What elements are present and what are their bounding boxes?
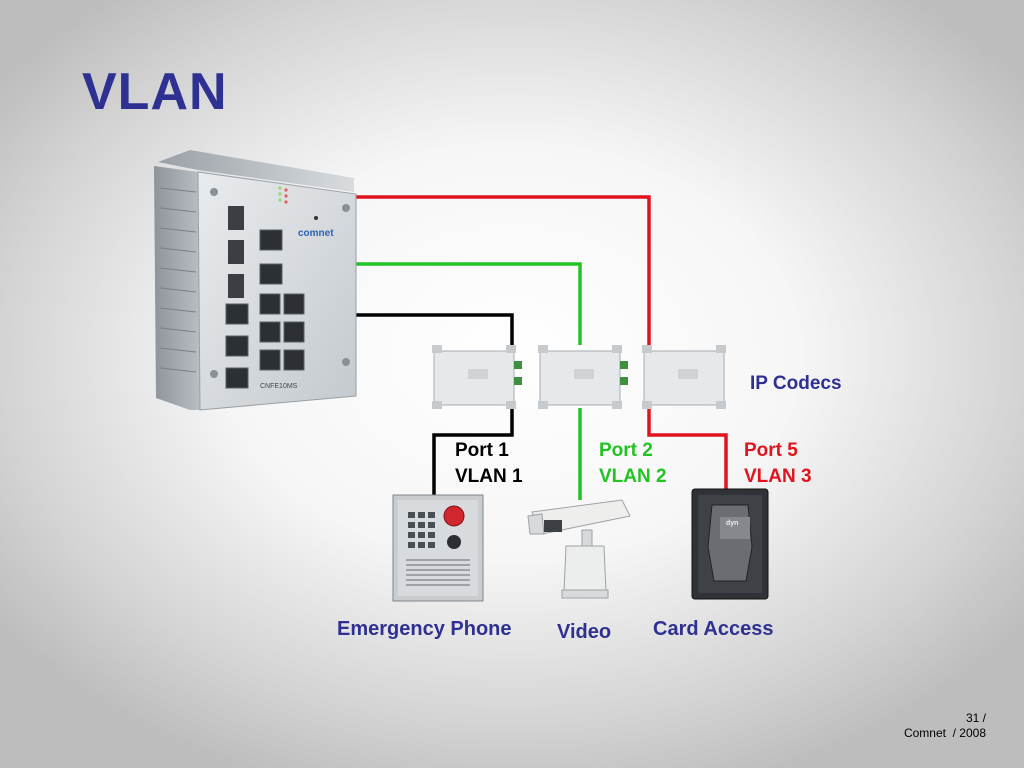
vlan1-wire xyxy=(356,313,514,345)
page-number: 31 / xyxy=(965,711,986,725)
switch-brand: comnet xyxy=(298,228,334,239)
port5-port: Port 5 xyxy=(744,440,798,461)
ip-codecs-label: IP Codecs xyxy=(750,373,842,394)
network-switch-icon: comnet CNFE10MS xyxy=(154,150,357,411)
emergency-phone-label: Emergency Phone xyxy=(337,618,512,640)
video-label: Video xyxy=(557,621,612,643)
port1-vlan: VLAN 1 xyxy=(455,466,523,487)
vlan3-wire-device xyxy=(647,408,728,492)
port2-vlan: VLAN 2 xyxy=(599,466,667,487)
card-access-label: Card Access xyxy=(653,618,774,640)
ip-codec-1-icon xyxy=(432,345,522,409)
page-title: VLAN xyxy=(82,63,228,121)
port1-port: Port 1 xyxy=(455,440,509,461)
port2-label: Port 2 VLAN 2 xyxy=(599,438,667,490)
svg-text:dyn: dyn xyxy=(726,520,738,527)
footer-company: Comnet / 2008 xyxy=(903,726,986,740)
card-reader-icon: dyn xyxy=(691,488,769,600)
ip-codec-3-icon xyxy=(642,345,726,409)
port2-port: Port 2 xyxy=(599,440,653,461)
port5-vlan: VLAN 3 xyxy=(744,466,812,487)
port5-label: Port 5 VLAN 3 xyxy=(744,438,812,490)
switch-model: CNFE10MS xyxy=(260,383,298,390)
emergency-phone-icon xyxy=(392,494,484,602)
ip-codec-2-icon xyxy=(538,345,628,409)
video-camera-icon xyxy=(527,499,631,599)
vlan2-wire xyxy=(356,262,582,345)
port1-label: Port 1 VLAN 1 xyxy=(455,438,523,490)
vlan3-wire xyxy=(356,195,651,345)
vlan1-wire-device xyxy=(432,408,514,497)
slide-footer: 31 / Comnet / 2008 xyxy=(904,711,986,741)
